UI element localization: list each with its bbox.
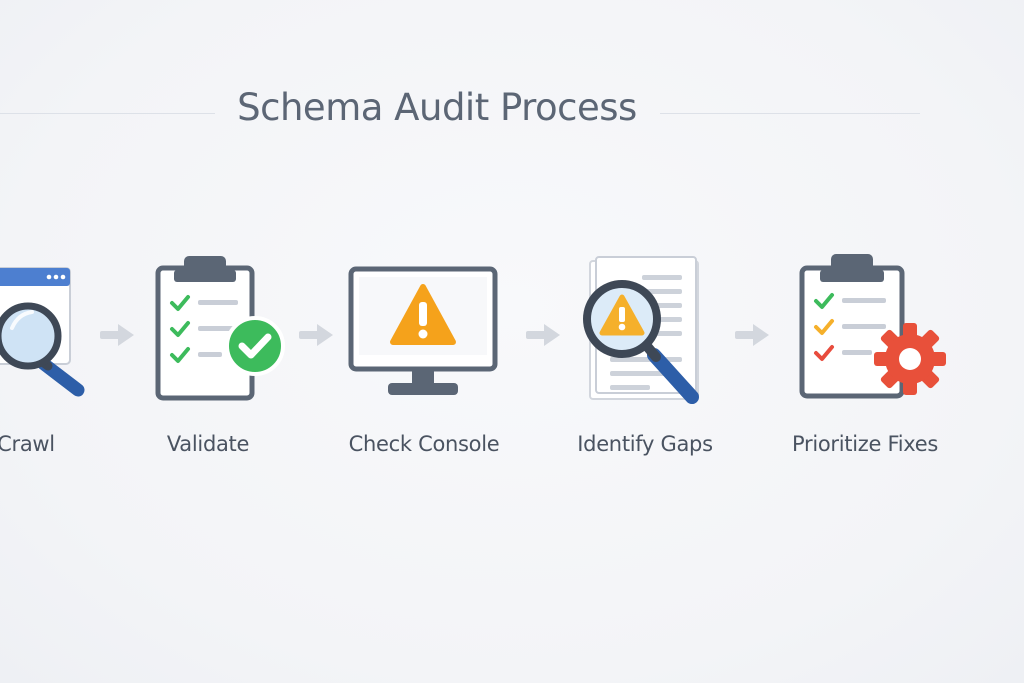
- step-label-check-console: Check Console: [348, 432, 500, 456]
- arrow-right-icon: [100, 324, 134, 346]
- monitor-warning-icon: [348, 266, 498, 395]
- page-title: Schema Audit Process: [237, 86, 637, 129]
- clipboard-gear-icon: [799, 254, 946, 399]
- arrow-right-icon: [526, 324, 560, 346]
- browser-magnifier-icon: [0, 267, 85, 397]
- step-label-identify-gaps: Identify Gaps: [577, 432, 713, 456]
- arrow-right-icon: [735, 324, 769, 346]
- document-magnifier-warning-icon: [583, 256, 699, 404]
- step-label-crawl: Crawl: [0, 432, 55, 456]
- title-divider-right: [660, 113, 920, 114]
- step-label-prioritize-fixes: Prioritize Fixes: [792, 432, 938, 456]
- gear-icon: [874, 323, 946, 395]
- arrow-right-icon: [299, 324, 333, 346]
- title-divider-left: [0, 113, 215, 114]
- clipboard-check-icon: [155, 256, 285, 401]
- step-label-validate: Validate: [166, 432, 250, 456]
